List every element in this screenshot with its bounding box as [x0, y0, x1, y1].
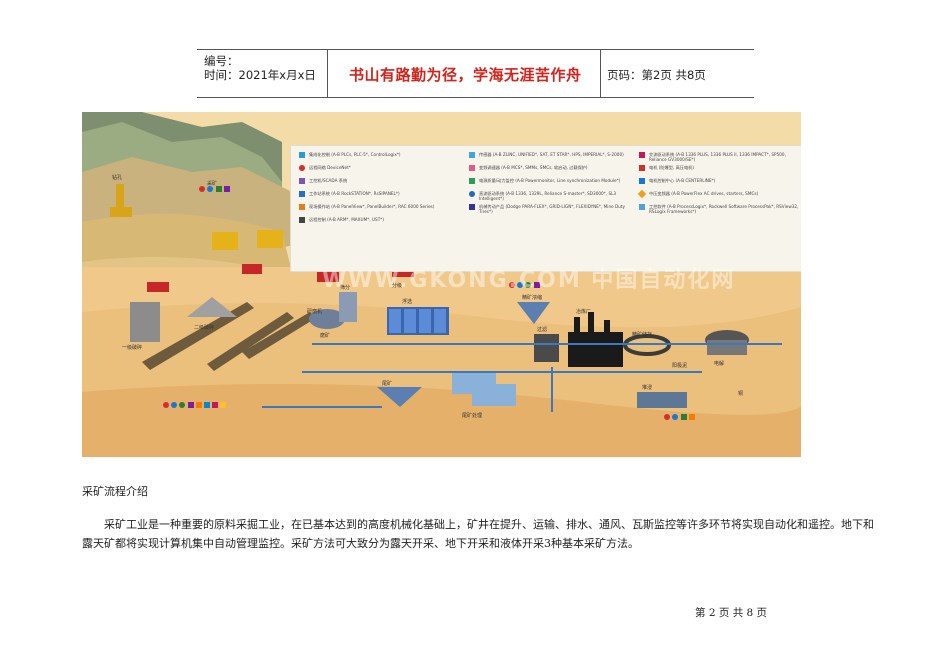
- label-tailings-treatment: 尾矿处理: [462, 413, 483, 419]
- label-heap-leaching: 堆浸: [642, 385, 653, 391]
- label-smelter: 冶炼厂: [576, 309, 592, 315]
- label-primary-crushing: 一级破碎: [122, 345, 143, 351]
- body-paragraph: 采矿工业是一种重要的原料采掘工业，在已基本达到的高度机械化基础上，矿井在提升、运…: [82, 518, 874, 550]
- legend-icon: [639, 204, 645, 210]
- legend-item: 现场操作站 (A-B PanelView*, PanelBuilder*, RA…: [299, 204, 464, 217]
- equipment-legend: 集成化控制 (A-B PLCs, PLC-5*, ControlLogix*) …: [290, 145, 801, 272]
- legend-icon: [299, 217, 305, 223]
- label-screening: 筛分: [340, 285, 351, 291]
- header-page-cell: 页码：第2页 共8页: [601, 50, 754, 97]
- header-motto-cell: 书山有路勤为径，学海无涯苦作舟: [327, 50, 601, 97]
- legend-item: 远程控制 (A-B ARM*, MAXUM*, UST*): [299, 217, 464, 230]
- legend-column-1: 集成化控制 (A-B PLCs, PLC-5*, ControlLogix*) …: [299, 152, 464, 230]
- legend-item: 电源质量/动力监控 (A-B Powermonitor, Line synchr…: [469, 178, 634, 191]
- label-mill: 研磨机: [307, 309, 323, 315]
- legend-column-3: 交流驱动系统 (A-B 1336 PLUS, 1336 PLUS II, 133…: [637, 152, 801, 217]
- legend-icon: [639, 178, 645, 184]
- legend-item: 交流驱动系统 (A-B 1336 PLUS, 1336 PLUS II, 133…: [639, 152, 801, 165]
- header-meta-cell: 编号： 时间：2021年x月x日: [197, 50, 328, 97]
- mining-process-diagram: 集成化控制 (A-B PLCs, PLC-5*, ControlLogix*) …: [82, 112, 801, 457]
- legend-icon: [299, 152, 305, 158]
- page-footer: 第 2 页 共 8 页: [695, 607, 768, 619]
- label-classifying: 分级: [392, 283, 403, 289]
- legend-icon: [469, 178, 475, 184]
- legend-icon: [299, 165, 305, 171]
- label-flotation: 浮选: [402, 299, 413, 305]
- legend-icon: [469, 152, 475, 158]
- legend-item: 机械传动产品 (Dodge PARA-FLEX*, GRID-LIGN*, FL…: [469, 204, 634, 217]
- watermark-text: WWW.GKONG.COM 中国自动化网: [322, 268, 736, 293]
- legend-item: 工作站系统 (A-B RockSTATION*, RsSIPANEL*): [299, 191, 464, 204]
- legend-item: 直流驱动系统 (A-B 1336, 1329L, Reliance S-mast…: [469, 191, 634, 204]
- legend-icon: [299, 191, 305, 197]
- legend-item: 传感器 (A-B ZLINC, UNIFIED*, SAT, ET STAR*,…: [469, 152, 634, 165]
- legend-icon: [637, 189, 647, 199]
- legend-item: 中压变频器 (A-B PowerFlex AC drives, starters…: [637, 189, 801, 204]
- legend-item: 远程网络 DeviceNet*: [299, 165, 464, 178]
- legend-icon: [639, 152, 645, 158]
- label-secondary-crushing: 二级破碎: [194, 325, 215, 331]
- label-drilling: 钻孔: [112, 175, 123, 181]
- label-mining: 采矿: [207, 181, 218, 187]
- legend-icon: [469, 204, 475, 210]
- label-filtering: 过滤: [537, 327, 548, 333]
- label-electrolysis: 电解: [714, 361, 725, 367]
- legend-item: 变频调速器 (A-B MCS*, SMMs, SMCs, 软启动, 过载保护): [469, 165, 634, 178]
- label-copper: 铜: [738, 391, 744, 397]
- legend-item: 电机控制中心 (A-B CENTERLINE*): [639, 178, 801, 191]
- label-tailings: 尾矿: [382, 381, 393, 387]
- number-label: 编号：: [204, 54, 239, 68]
- legend-column-2: 传感器 (A-B ZLINC, UNIFIED*, SAT, ET STAR*,…: [469, 152, 634, 217]
- legend-icon: [299, 204, 305, 210]
- legend-icon: [639, 165, 645, 171]
- section-title: 采矿流程介绍: [82, 485, 148, 498]
- legend-item: 集成化控制 (A-B PLCs, PLC-5*, ControlLogix*): [299, 152, 464, 165]
- legend-item: 工控软件 (A-B ProcessLogix*, Rockwell Softwa…: [639, 204, 801, 217]
- motto-text: 书山有路勤为径，学海无涯苦作舟: [349, 66, 582, 84]
- legend-icon: [469, 165, 475, 171]
- legend-icon: [469, 191, 475, 197]
- legend-icon: [299, 178, 305, 184]
- label-grinding: 磨矿: [320, 333, 331, 339]
- label-concentrate-thickening: 精矿浓缩: [522, 295, 543, 301]
- page-header: 编号： 时间：2021年x月x日 书山有路勤为径，学海无涯苦作舟 页码：第2页 …: [197, 49, 754, 98]
- legend-item: 工控机/SCADA 系统: [299, 178, 464, 191]
- legend-item: 电机 (防爆型, 高压电机): [639, 165, 801, 178]
- label-anode-slime: 阳极泥: [672, 363, 688, 369]
- label-concentrate-storage: 精矿储存: [632, 332, 653, 338]
- date-label: 时间：2021年x月x日: [204, 68, 316, 82]
- page-label: 页码：第2页 共8页: [607, 68, 706, 82]
